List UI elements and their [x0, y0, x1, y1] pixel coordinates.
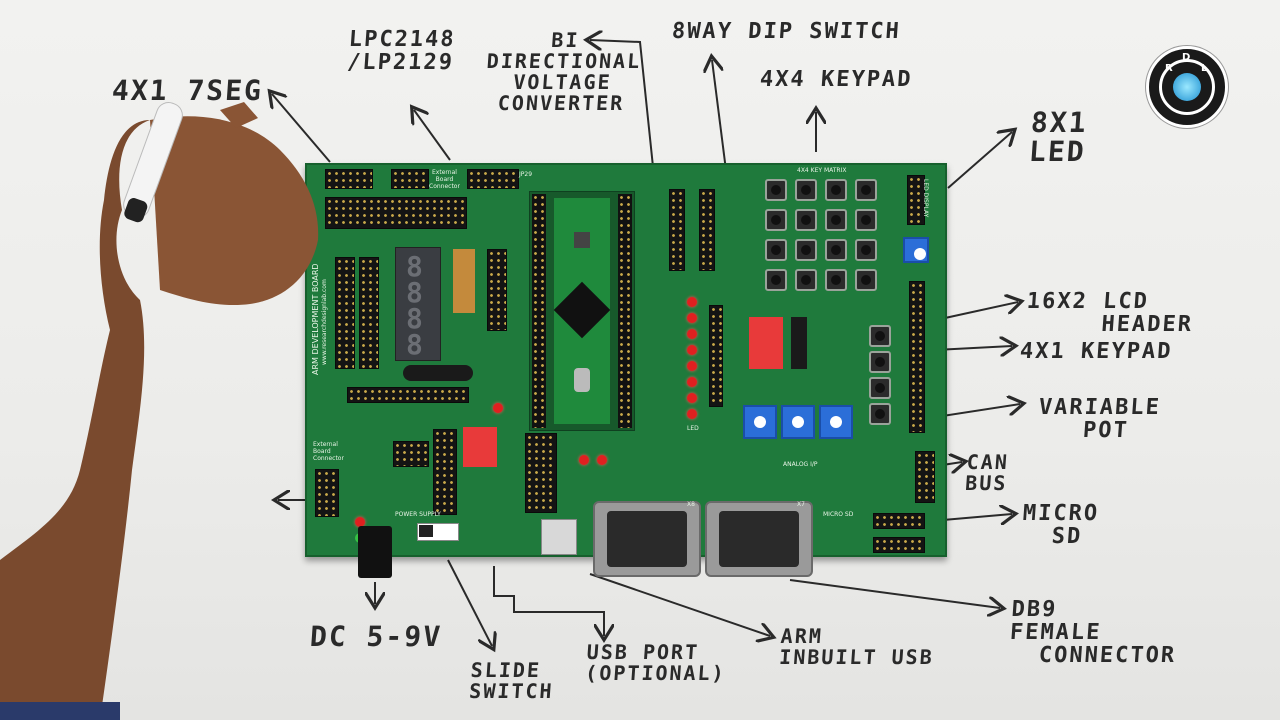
mcu-module [529, 191, 635, 431]
transistors [403, 365, 473, 381]
header-lcd-16x2 [909, 281, 925, 433]
power-led-1 [493, 403, 503, 413]
crystal [574, 368, 590, 392]
header-led-display [907, 175, 925, 225]
silk-x8: X8 [687, 501, 695, 508]
dip-switch-small[interactable] [463, 427, 497, 467]
silk-analog: ANALOG I/P [783, 461, 818, 468]
usb-port-b[interactable] [541, 519, 577, 555]
usb-led-2 [597, 455, 607, 465]
led-3 [687, 329, 697, 339]
rdl-logo: R D L [1146, 46, 1228, 128]
header-lower-3 [525, 433, 557, 513]
silk-jp29: JP29 [519, 171, 533, 178]
key-14[interactable] [795, 269, 817, 291]
led-6 [687, 377, 697, 387]
hand-with-marker [0, 102, 319, 720]
key4x1-4[interactable] [869, 403, 891, 425]
slide-switch-knob[interactable] [419, 525, 433, 537]
variable-pot-2[interactable] [781, 405, 815, 439]
key-12[interactable] [855, 239, 877, 261]
key-13[interactable] [765, 269, 787, 291]
arrow-usb [493, 566, 604, 636]
header-dual-row [325, 197, 467, 229]
db9-connector-x8[interactable] [593, 501, 701, 577]
arrow-led [947, 132, 1012, 189]
key-10[interactable] [795, 239, 817, 261]
silk-ext-connector-top: External Board Connector [429, 169, 460, 190]
header-top-left [325, 169, 373, 189]
arrow-arm-usb [589, 573, 770, 636]
arrow-db9 [789, 579, 1000, 608]
silk-keymatrix: 4X4 KEY MATRIX [797, 167, 847, 174]
key-15[interactable] [825, 269, 847, 291]
arrow-keypad4x1 [934, 346, 1012, 350]
led-5 [687, 361, 697, 371]
logo-letter-r: R [1165, 63, 1173, 74]
arrow-7seg [272, 94, 331, 163]
silk-power-supply: POWER SUPPLY [395, 511, 441, 518]
silk-micro-sd: MICRO SD [823, 511, 854, 518]
key-4[interactable] [855, 179, 877, 201]
header-bidir-2 [699, 189, 715, 271]
key4x1-3[interactable] [869, 377, 891, 399]
led-4 [687, 345, 697, 355]
key-9[interactable] [765, 239, 787, 261]
logo-letter-l: L [1201, 63, 1208, 74]
key-6[interactable] [795, 209, 817, 231]
db9-connector-x7[interactable] [705, 501, 813, 577]
silk-led-display: LED DISPLAY [922, 179, 929, 218]
header-bidir-1 [669, 189, 685, 271]
arrow-bidir [590, 40, 656, 187]
header-left-2 [359, 257, 379, 369]
key-8[interactable] [855, 209, 877, 231]
key-7[interactable] [825, 209, 847, 231]
dip-resistor [791, 317, 807, 369]
key-11[interactable] [825, 239, 847, 261]
arm-development-board: External Board Connector JP29 ARM DEVELO… [305, 163, 947, 577]
dip-switch-8way[interactable] [749, 317, 783, 369]
header-bottom-left [347, 387, 469, 403]
header-micro-sd-1 [873, 513, 925, 529]
silk-x7: X7 [797, 501, 805, 508]
key-5[interactable] [765, 209, 787, 231]
silk-led: LED [687, 425, 699, 432]
power-led-red [355, 517, 365, 527]
resistor-array [453, 249, 475, 313]
header-ext-left [315, 469, 339, 517]
header-jp29 [467, 169, 519, 189]
led-8 [687, 409, 697, 419]
header-can-bus [915, 451, 935, 503]
arrow-lpc [414, 110, 451, 161]
variable-pot-3[interactable] [819, 405, 853, 439]
reset-button[interactable] [574, 232, 590, 248]
marker-icon [123, 102, 183, 223]
header-lower-2 [433, 429, 457, 515]
header-top-2 [391, 169, 429, 189]
seven-segment-display: 8 8 8 8 [395, 247, 441, 361]
key4x1-2[interactable] [869, 351, 891, 373]
led-1 [687, 297, 697, 307]
arrow-lcd [944, 302, 1018, 319]
key4x1-1[interactable] [869, 325, 891, 347]
logo-letter-d: D [1182, 52, 1191, 63]
header-lower-1 [393, 441, 429, 467]
header-left-1 [335, 257, 355, 369]
key-1[interactable] [765, 179, 787, 201]
header-seg [487, 249, 507, 331]
silk-ext-connector-left: External Board Connector [313, 441, 344, 462]
contrast-pot[interactable] [903, 237, 929, 263]
led-2 [687, 313, 697, 323]
header-micro-sd-2 [873, 537, 925, 553]
key-2[interactable] [795, 179, 817, 201]
led-7 [687, 393, 697, 403]
header-led [709, 305, 723, 407]
key-16[interactable] [855, 269, 877, 291]
dc-jack[interactable] [358, 526, 392, 578]
variable-pot-1[interactable] [743, 405, 777, 439]
key-3[interactable] [825, 179, 847, 201]
usb-led-1 [579, 455, 589, 465]
arrow-slide [447, 559, 492, 646]
